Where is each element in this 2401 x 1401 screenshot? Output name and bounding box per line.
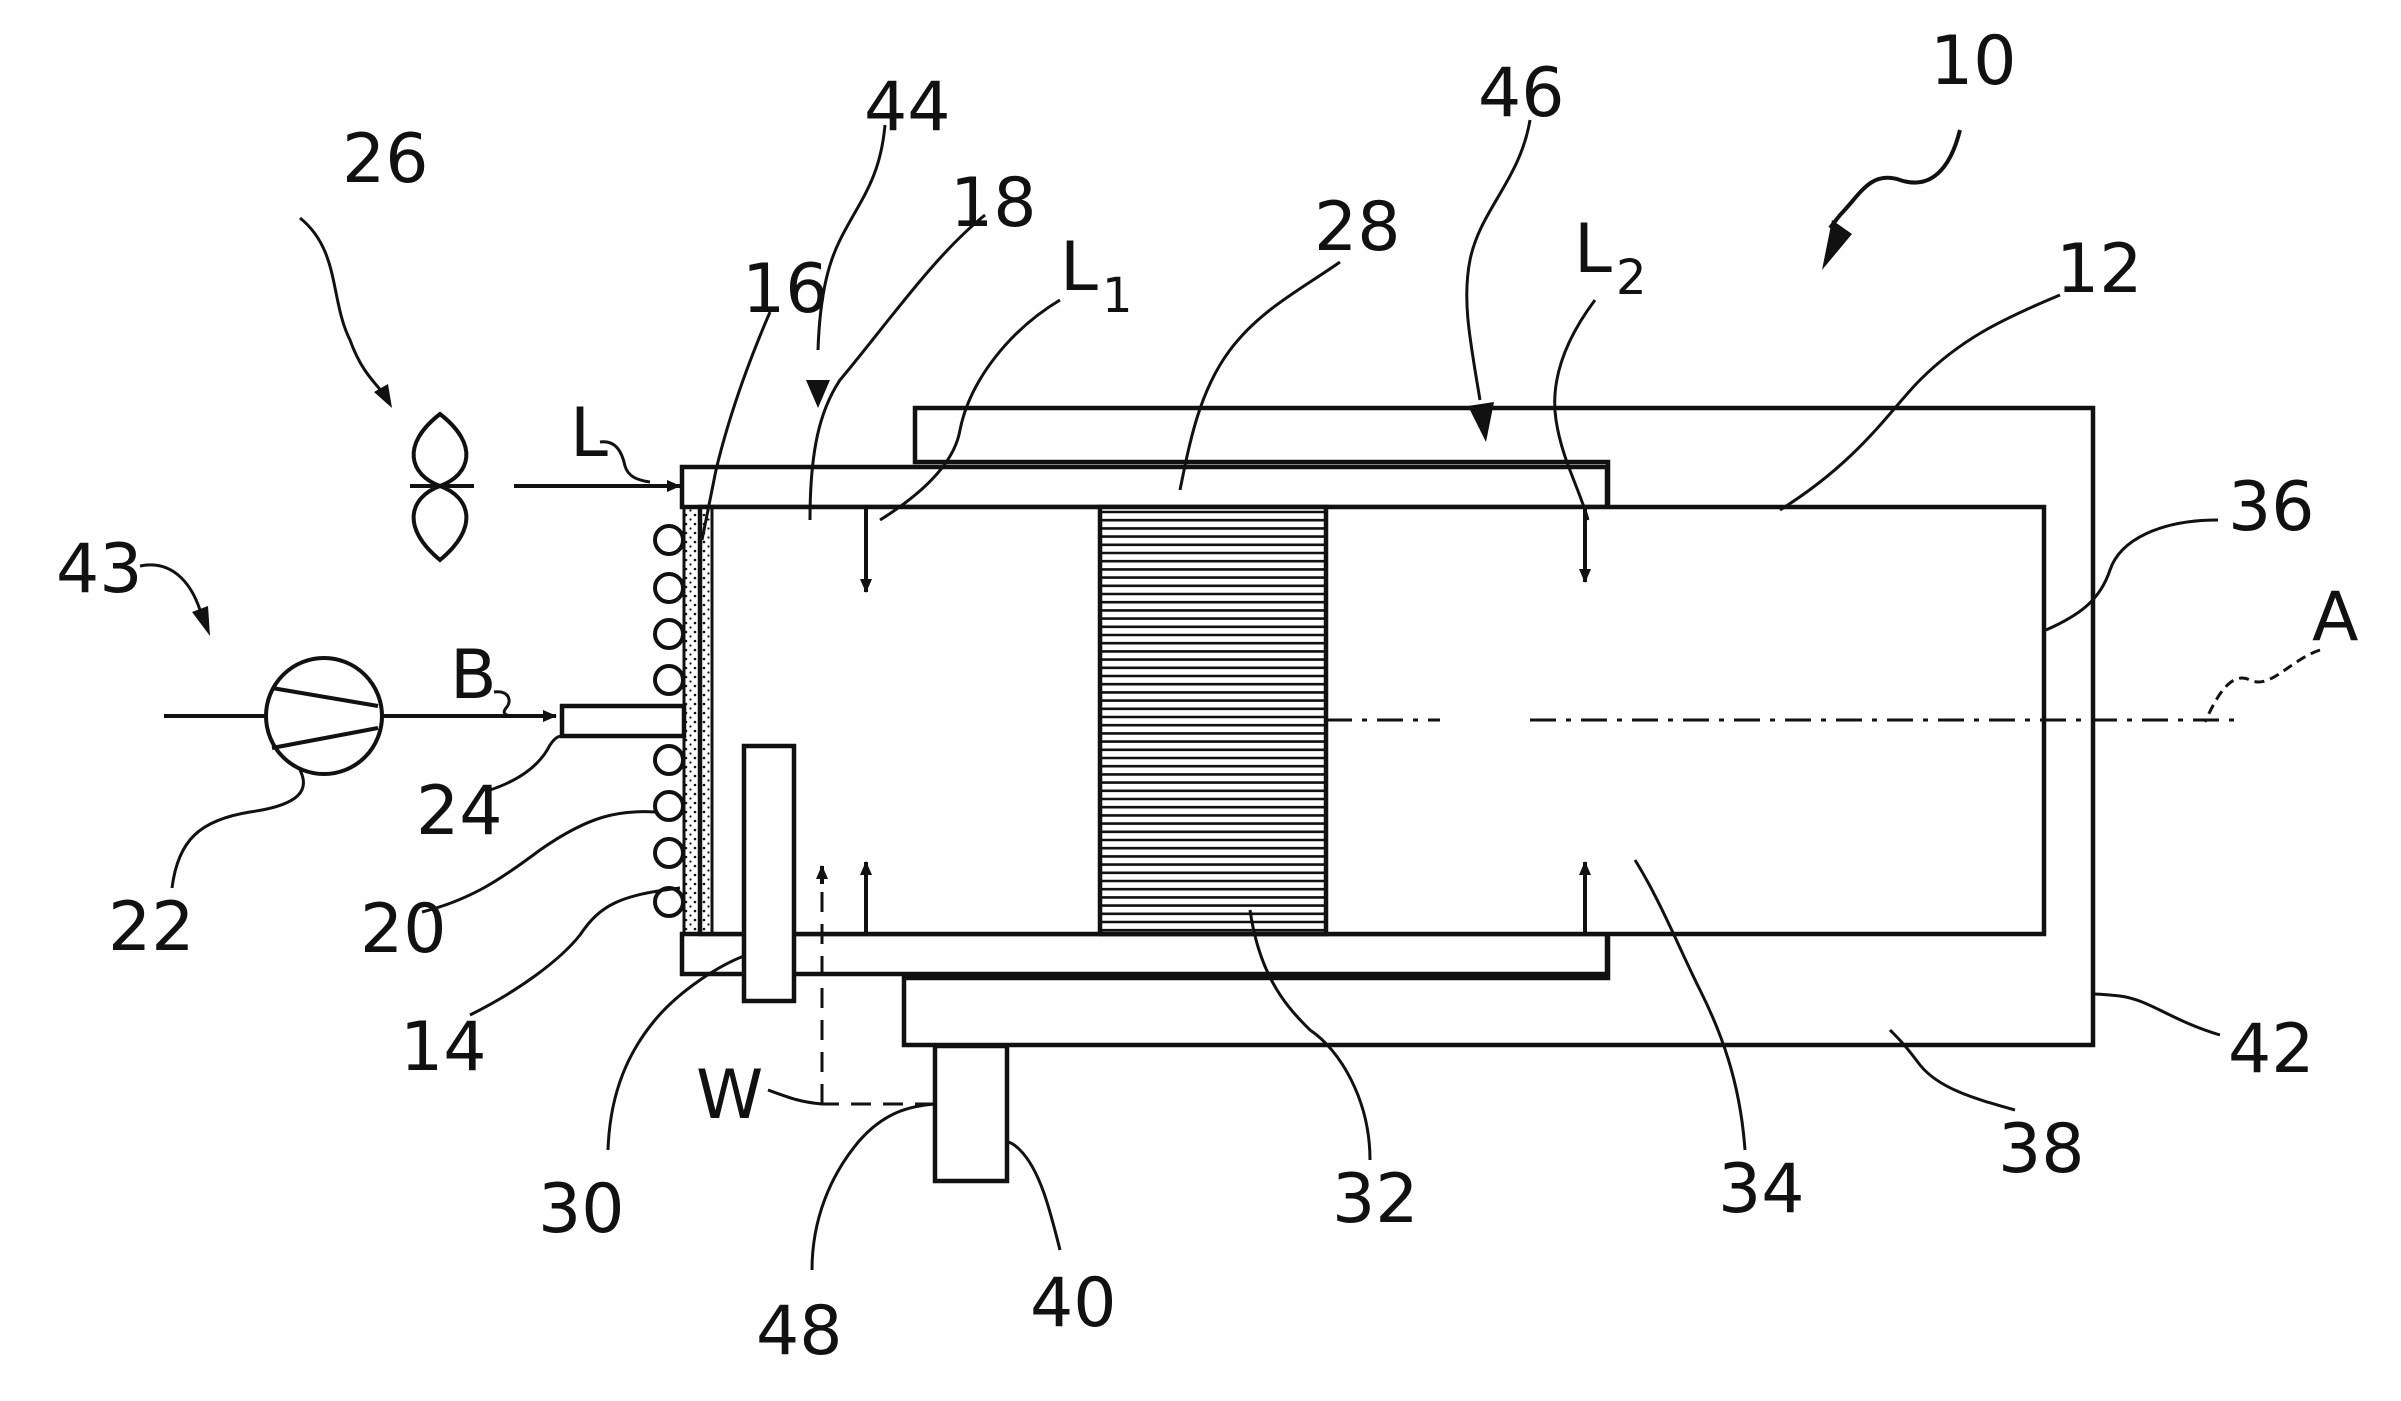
label-24: 24 bbox=[416, 772, 503, 851]
label-L2-sub: 2 bbox=[1616, 250, 1647, 306]
fan-26 bbox=[410, 414, 680, 560]
label-48: 48 bbox=[756, 1292, 843, 1371]
label-L: L bbox=[570, 394, 608, 473]
label-36: 36 bbox=[2228, 468, 2315, 547]
label-26: 26 bbox=[342, 120, 429, 199]
ref-arrow-10 bbox=[1822, 130, 1960, 270]
porous-layer-14 bbox=[684, 507, 712, 934]
label-28: 28 bbox=[1314, 188, 1401, 267]
label-B: B bbox=[450, 636, 497, 715]
upper-shell-28 bbox=[682, 467, 1607, 507]
label-12: 12 bbox=[2056, 230, 2143, 309]
label-38: 38 bbox=[1998, 1110, 2085, 1189]
label-14: 14 bbox=[400, 1008, 487, 1087]
pump-22 bbox=[164, 658, 556, 774]
label-10: 10 bbox=[1930, 22, 2017, 101]
label-18: 18 bbox=[950, 164, 1037, 243]
label-32: 32 bbox=[1332, 1160, 1419, 1239]
label-A: A bbox=[2312, 578, 2359, 657]
label-43: 43 bbox=[56, 530, 143, 609]
label-L1: L bbox=[1060, 228, 1098, 307]
label-34: 34 bbox=[1718, 1150, 1805, 1229]
label-W: W bbox=[696, 1056, 763, 1135]
label-30: 30 bbox=[538, 1170, 625, 1249]
label-42: 42 bbox=[2228, 1010, 2315, 1089]
plate-30 bbox=[744, 746, 794, 1001]
catalyst-32 bbox=[1100, 507, 1326, 934]
label-L2: L bbox=[1574, 210, 1612, 289]
label-40: 40 bbox=[1030, 1264, 1117, 1343]
label-46: 46 bbox=[1478, 54, 1565, 133]
drain-40 bbox=[935, 1046, 1007, 1181]
label-44: 44 bbox=[864, 68, 951, 147]
label-22: 22 bbox=[108, 888, 195, 967]
label-L1-sub: 1 bbox=[1102, 268, 1133, 324]
label-16: 16 bbox=[742, 250, 829, 329]
injector-24 bbox=[562, 706, 684, 736]
label-20: 20 bbox=[360, 890, 447, 969]
